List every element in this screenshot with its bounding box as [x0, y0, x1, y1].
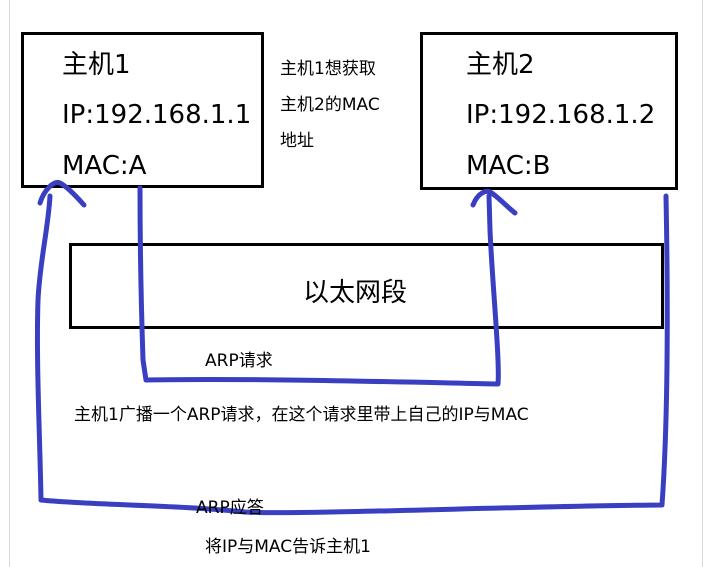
broadcast-description: 主机1广播一个ARP请求，在这个请求里带上自己的IP与MAC	[74, 405, 529, 425]
arp-request-label: ARP请求	[205, 351, 273, 371]
note-line-1: 主机1想获取	[280, 59, 376, 79]
arp-request-path	[137, 185, 501, 387]
host1-title: 主机1	[62, 50, 131, 80]
right-edge-line	[702, 0, 703, 567]
host1-mac: MAC:A	[62, 151, 147, 181]
host2-ip: IP:192.168.1.2	[466, 100, 656, 130]
host2-box	[420, 32, 678, 190]
left-edge-line	[9, 0, 10, 567]
note-line-2: 主机2的MAC	[280, 95, 380, 115]
host1-box	[21, 32, 264, 188]
ethernet-segment-label: 以太网段	[303, 278, 408, 308]
ethernet-segment-box	[69, 243, 664, 329]
host2-title: 主机2	[466, 50, 535, 80]
host2-mac: MAC:B	[466, 151, 551, 181]
host1-ip: IP:192.168.1.1	[62, 100, 252, 130]
arp-request-arrowhead	[470, 188, 518, 216]
arp-reply-arrowhead	[37, 180, 87, 208]
arp-reply-path	[34, 193, 670, 516]
reply-description: 将IP与MAC告诉主机1	[205, 537, 371, 557]
arp-reply-label: ARP应答	[196, 498, 264, 518]
note-line-3: 地址	[280, 131, 314, 151]
